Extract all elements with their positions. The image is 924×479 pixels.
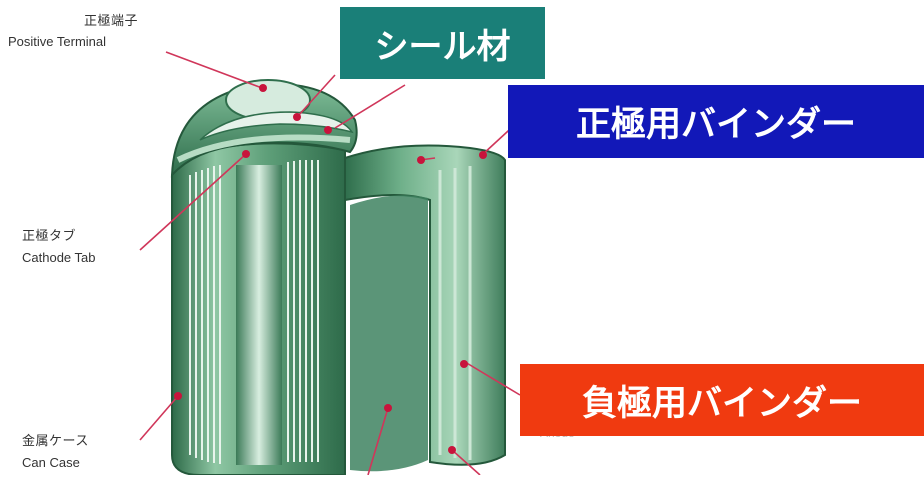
cap-ring bbox=[176, 134, 351, 163]
gasket-shape bbox=[199, 111, 354, 141]
positive-terminal-label-jp: 正極端子 bbox=[84, 14, 139, 29]
seal-material-tag: シール材 bbox=[340, 7, 545, 79]
negative-binder-tag: 負極用バインダー bbox=[520, 364, 924, 436]
positive-binder-tag: 正極用バインダー bbox=[508, 85, 924, 158]
can-case-label-en: Can Case bbox=[22, 455, 80, 470]
leader-lines bbox=[139, 51, 521, 476]
markers bbox=[174, 84, 487, 454]
positive-terminal-label-en: Positive Terminal bbox=[8, 34, 107, 49]
separator-sheet bbox=[350, 195, 428, 472]
cap-dome bbox=[170, 83, 358, 178]
electrode-stripes-left bbox=[189, 165, 221, 464]
cathode-tab-label-en: Cathode Tab bbox=[22, 250, 96, 265]
can-case-label-jp: 金属ケース bbox=[22, 434, 89, 449]
core-cylinder bbox=[236, 165, 282, 465]
inner-sheet-highlight bbox=[438, 166, 472, 460]
electrode-stripes-mid bbox=[287, 160, 319, 462]
cathode-tab-label-jp: 正極タブ bbox=[22, 229, 77, 244]
